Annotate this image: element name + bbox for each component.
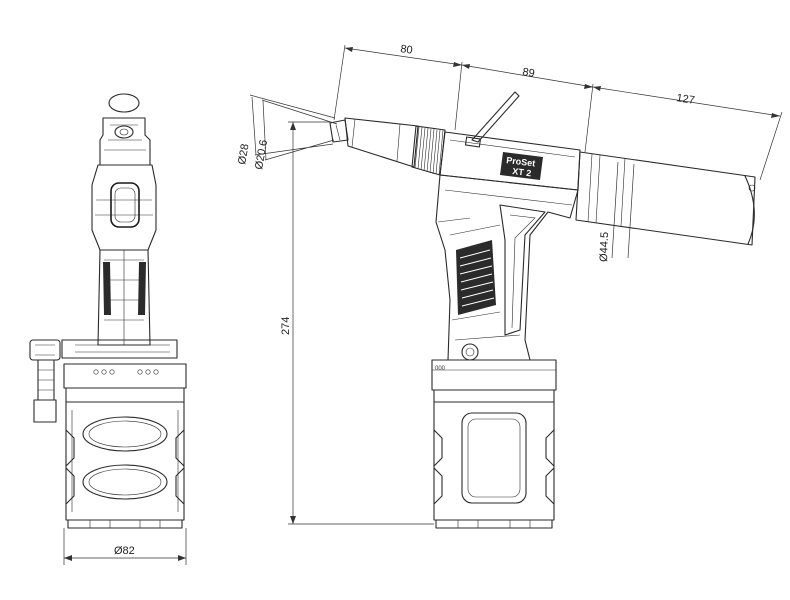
front-window xyxy=(110,182,140,228)
side-thumb-screw xyxy=(461,343,479,361)
dimension-lengths: 80 89 127 xyxy=(333,43,783,181)
front-fitting-elbow xyxy=(29,339,61,361)
base-marking: 000 xyxy=(435,366,446,372)
side-trigger xyxy=(499,204,546,336)
side-grip-body xyxy=(435,174,579,361)
front-base-recess-lower xyxy=(82,464,168,500)
front-grip-left xyxy=(103,262,111,315)
side-base-top xyxy=(431,359,557,391)
dimension-base-diameter: Ø82 xyxy=(63,528,187,565)
dim-len-mid-text: 89 xyxy=(522,66,536,80)
side-nose-tip xyxy=(329,119,349,143)
side-view: ProSet XT 2 000 xyxy=(329,91,756,529)
dimension-cylinder-diameter: Ø44.5 xyxy=(598,161,635,262)
side-base-recess xyxy=(461,412,527,504)
side-rear-cylinder xyxy=(575,151,756,246)
dim-nose-outer-text: Ø28 xyxy=(236,143,251,166)
front-grip-right xyxy=(138,262,146,315)
front-valve-flange xyxy=(61,339,178,359)
front-base-body xyxy=(65,401,185,521)
dim-len-front-text: 80 xyxy=(400,43,414,57)
dim-height-text: 274 xyxy=(280,317,292,335)
front-base-top xyxy=(63,363,187,389)
dim-len-rear-text: 127 xyxy=(676,92,696,107)
front-view xyxy=(29,93,187,529)
dim-nose-inner-text: Ø20.6 xyxy=(253,139,270,171)
front-base-recess-upper xyxy=(82,416,168,452)
dim-base-diameter-text: Ø82 xyxy=(114,545,135,557)
side-grip-pad xyxy=(456,240,496,315)
side-brand-badge: ProSet XT 2 xyxy=(500,152,543,180)
side-base-body xyxy=(433,401,555,521)
dimension-nose-diameters: Ø28 Ø20.6 xyxy=(236,94,338,171)
front-head xyxy=(91,164,157,251)
brand-line1: ProSet xyxy=(506,155,536,168)
dimension-height: 274 xyxy=(280,121,434,525)
side-release-lever xyxy=(471,91,520,143)
side-nose-housing xyxy=(344,117,419,168)
front-hanger-ring xyxy=(108,93,140,113)
brand-line2: XT 2 xyxy=(512,166,532,178)
dim-cylinder-text: Ø44.5 xyxy=(598,232,611,262)
